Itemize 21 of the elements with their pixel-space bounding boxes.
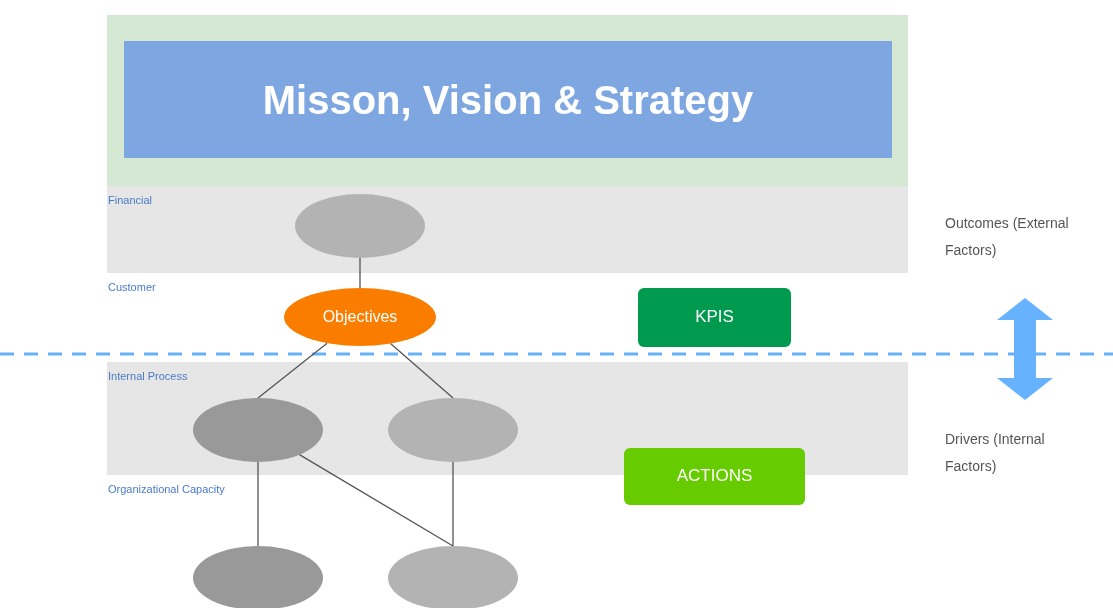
band-label: Customer	[108, 281, 156, 293]
node-label: KPIS	[695, 307, 734, 328]
node-label: ACTIONS	[676, 466, 753, 487]
connector-line	[452, 461, 454, 547]
double-arrow	[997, 298, 1053, 400]
connector-line	[257, 342, 328, 399]
rounded-box	[638, 288, 791, 347]
band	[107, 186, 908, 273]
band-label: Organizational Capacity	[108, 483, 225, 495]
node-label: Objectives	[322, 307, 398, 327]
title-banner	[124, 41, 892, 158]
connector-line	[389, 342, 454, 399]
title-text: Misson, Vision & Strategy	[262, 76, 754, 124]
connector-line	[359, 257, 361, 289]
node-label: Drivers (Internal Factors)	[945, 430, 1046, 476]
connector-line	[298, 454, 454, 547]
connector-line	[257, 461, 259, 547]
band-label: Financial	[108, 194, 153, 206]
node-label: Outcomes (External Factors)	[945, 214, 1070, 260]
rounded-box	[624, 448, 805, 505]
band-label: Internal Process	[108, 370, 188, 382]
